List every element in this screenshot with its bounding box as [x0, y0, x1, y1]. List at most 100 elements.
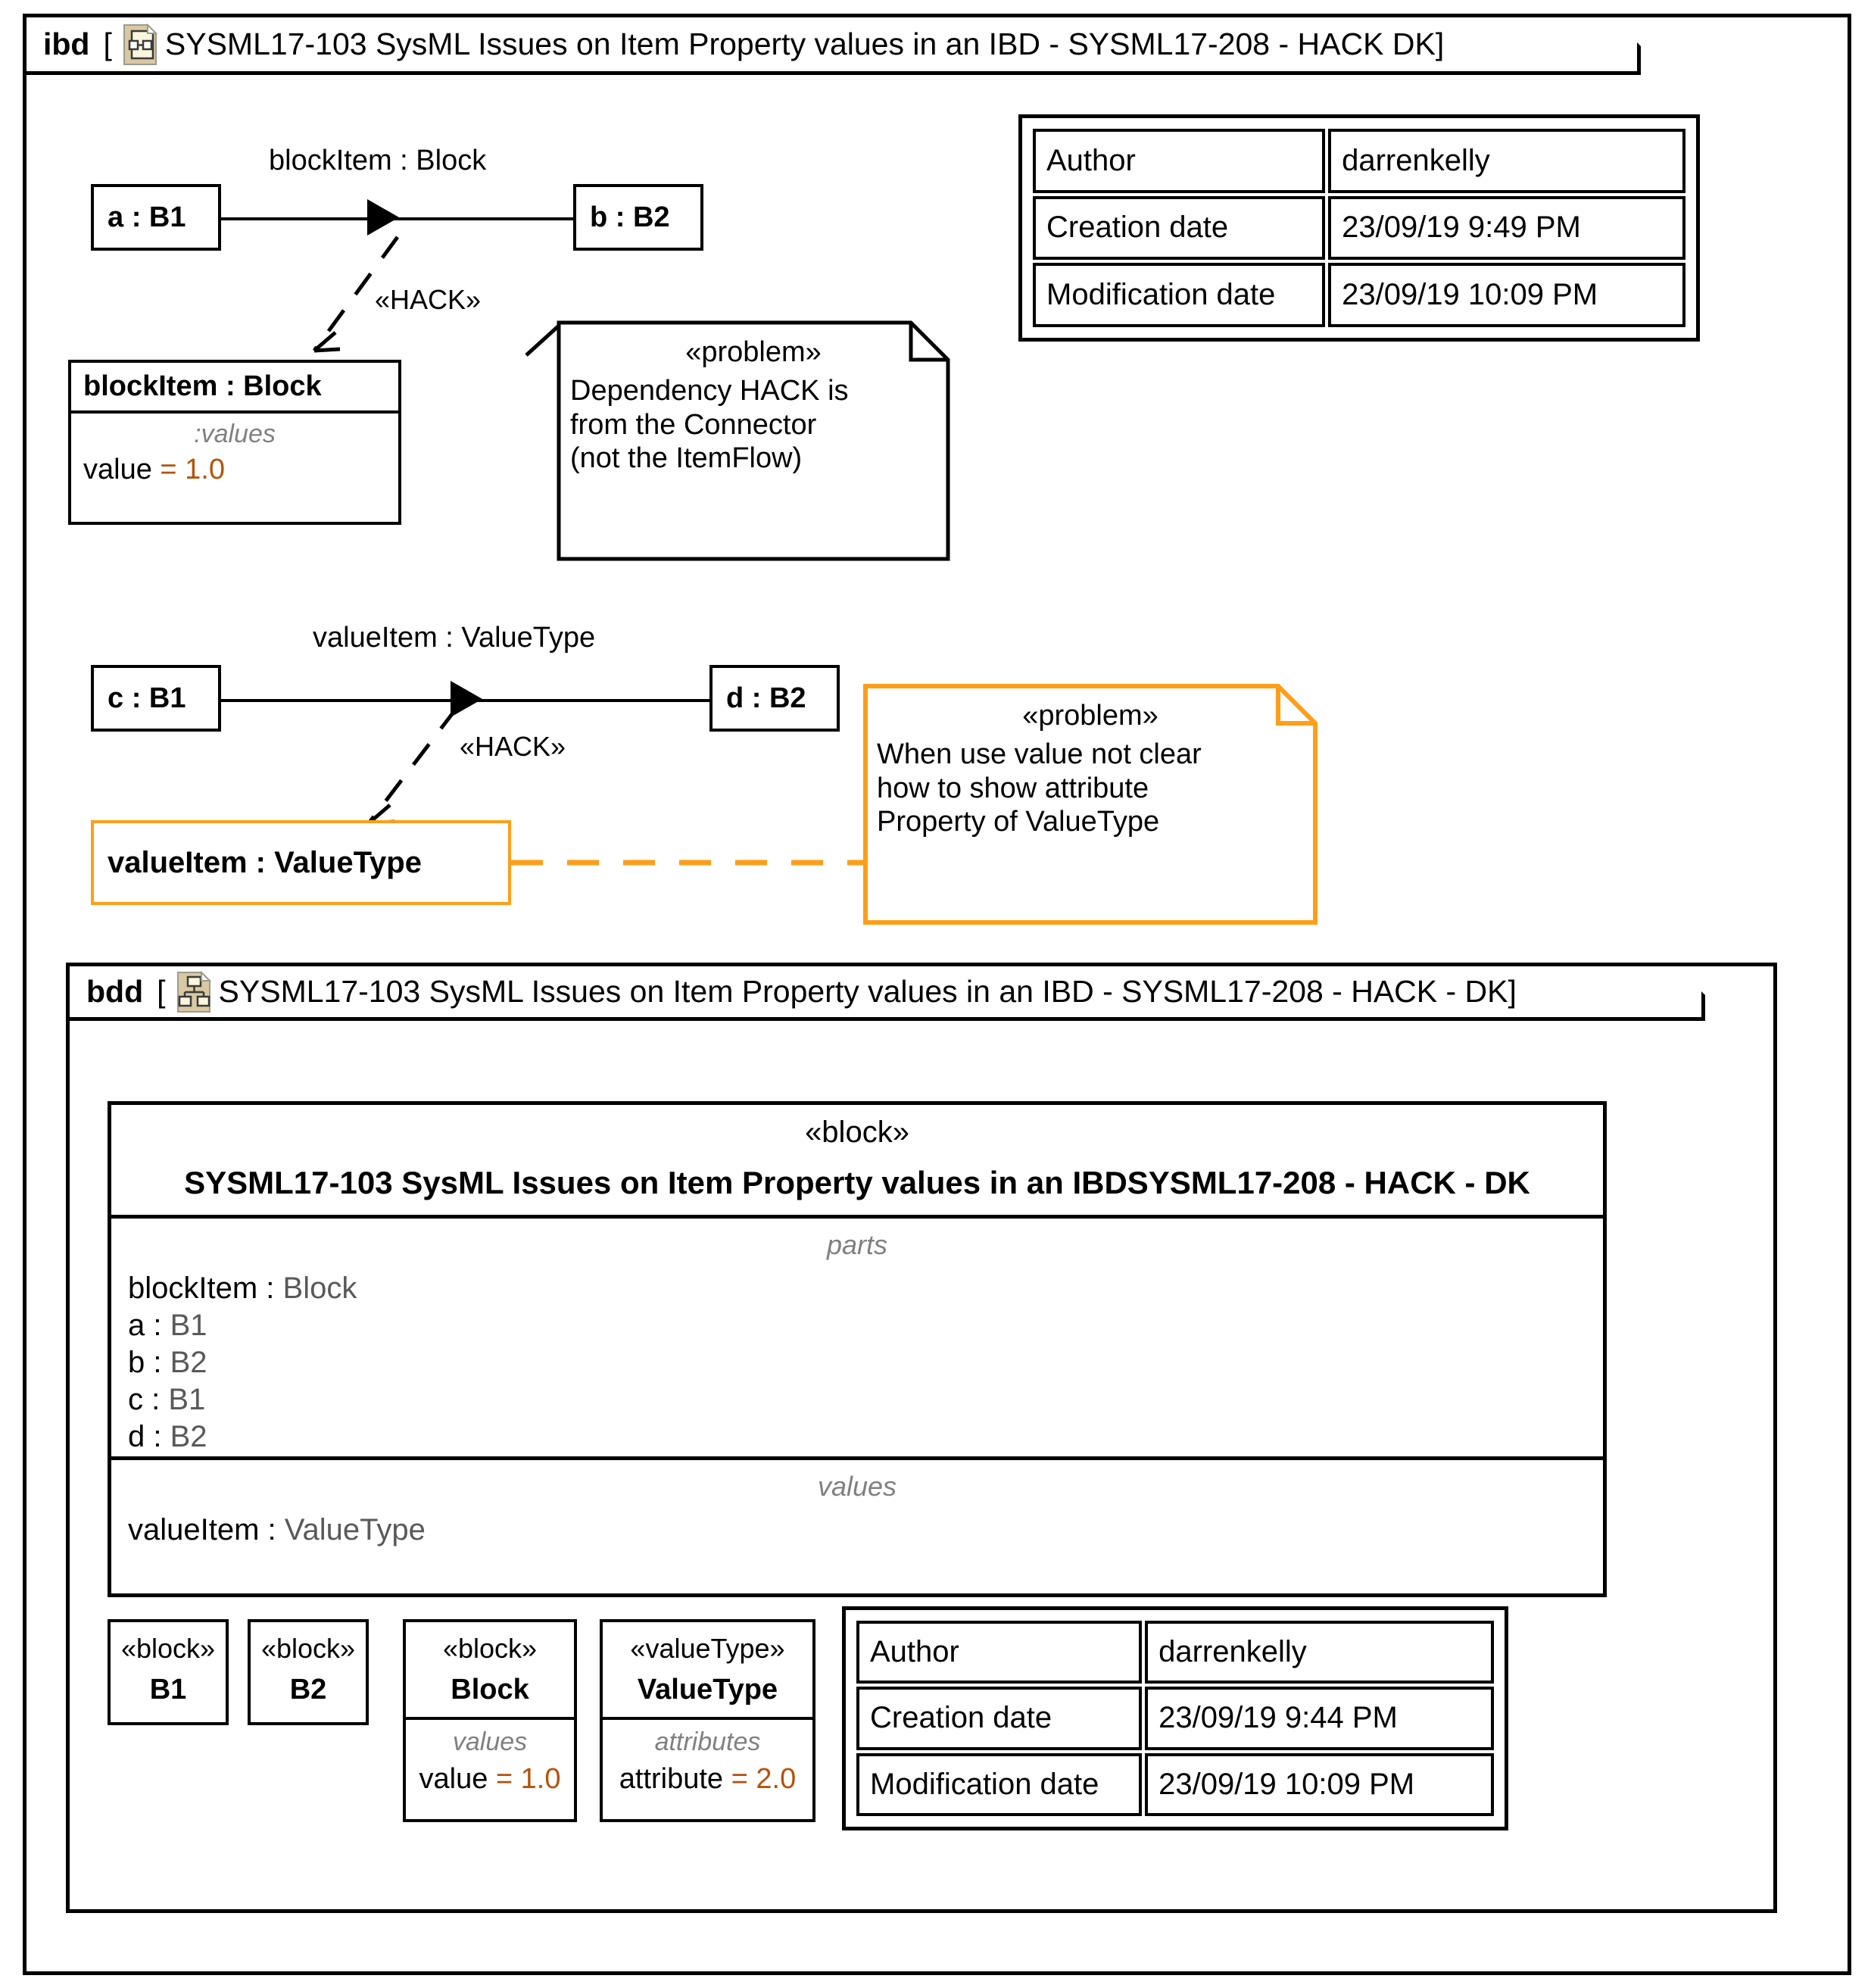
blockitem-values-title: :values	[194, 420, 276, 448]
classifier-valuetype-attributes-compartment: attributes attribute = 2.0	[603, 1717, 812, 1819]
table-row: Creation date 23/09/19 9:44 PM	[856, 1687, 1494, 1750]
part-role-3: c :	[128, 1383, 169, 1416]
note2-stereotype: «problem»	[1022, 700, 1158, 732]
part-type-3: B1	[168, 1383, 206, 1416]
bdd-info-value-modification: 23/09/19 10:09 PM	[1145, 1752, 1494, 1816]
part-d-b2-label: d : B2	[726, 682, 806, 714]
note2-line-3: Property of ValueType	[877, 806, 1160, 838]
note2-body: «problem» When use value not clear how t…	[863, 684, 1317, 925]
ibd-info-value-creation: 23/09/19 9:49 PM	[1328, 195, 1685, 261]
note2-shape	[863, 684, 1317, 925]
ibd-info-label-modification: Modification date	[1033, 263, 1326, 327]
connector2-itemflow-label: valueItem : ValueType	[313, 622, 596, 654]
classifier-block-value-amount: = 1.0	[495, 1763, 561, 1795]
classifier-block[interactable]: «block» Block values value = 1.0	[403, 1619, 577, 1822]
list-item: d : B2	[111, 1418, 1603, 1456]
classifier-b1[interactable]: «block» B1	[108, 1619, 229, 1725]
classifier-valuetype-stereotype: «valueType»	[630, 1633, 785, 1664]
main-block-parts-compartment: parts blockItem : Block a : B1 b : B2 c …	[111, 1219, 1603, 1460]
main-block-values-title: values	[817, 1471, 897, 1502]
part-c-b1[interactable]: c : B1	[91, 665, 221, 732]
note2-line-1: When use value not clear	[877, 738, 1202, 770]
dependency2-stereotype: «HACK»	[460, 731, 566, 762]
problem-note-1[interactable]: «problem» Dependency HACK is from the Co…	[557, 320, 950, 561]
main-block-parts-title: parts	[826, 1229, 888, 1260]
classifier-b2-name: B2	[289, 1674, 327, 1706]
bdd-info-label-modification: Modification date	[856, 1752, 1143, 1816]
bdd-frame-header: bdd [ SYSML17-103 SysML Iss	[70, 966, 1705, 1021]
classifier-b2-header: «block» B2	[251, 1622, 366, 1717]
note1-body: «problem» Dependency HACK is from the Co…	[557, 320, 950, 561]
problem-note-2[interactable]: «problem» When use value not clear how t…	[863, 684, 1317, 925]
connector1-itemflow-label: blockItem : Block	[269, 145, 487, 176]
part-b-b2-label: b : B2	[590, 201, 670, 233]
main-block-definition[interactable]: «block» SYSML17-103 SysML Issues on Item…	[108, 1101, 1607, 1597]
ibd-title: SYSML17-103 SysML Issues on Item Propert…	[164, 27, 1436, 61]
list-item: c : B1	[111, 1381, 1603, 1418]
main-block-name: SYSML17-103 SysML Issues on Item Propert…	[184, 1165, 1530, 1200]
part-type-0: Block	[282, 1272, 357, 1305]
classifier-block-value-name: value	[419, 1763, 496, 1795]
bdd-diagram-icon	[176, 971, 211, 1013]
classifier-block-name: Block	[451, 1674, 529, 1706]
ibd-info-value-modification: 23/09/19 10:09 PM	[1328, 263, 1685, 327]
part-role-4: d :	[128, 1420, 170, 1453]
classifier-b1-name: B1	[149, 1674, 187, 1706]
part-d-b2[interactable]: d : B2	[709, 665, 840, 732]
ibd-frame-header: ibd [ SYSML17-103 SysML Issues on Item P…	[27, 17, 1641, 75]
table-row: Author darrenkelly	[1033, 129, 1685, 193]
classifier-b1-header: «block» B1	[111, 1622, 226, 1717]
ibd-frame: ibd [ SYSML17-103 SysML Issues on Item P…	[23, 14, 1851, 1975]
part-role-2: b :	[128, 1346, 170, 1379]
classifier-b2[interactable]: «block» B2	[248, 1619, 369, 1725]
blockitem-instance-box[interactable]: blockItem : Block :values value = 1.0	[68, 360, 401, 525]
connector1-arrowhead	[367, 199, 399, 236]
part-c-b1-label: c : B1	[108, 682, 186, 714]
ibd-info-label-author: Author	[1033, 129, 1326, 193]
note1-shape	[557, 320, 950, 561]
note1-line-2: from the Connector	[570, 408, 817, 441]
part-a-b1[interactable]: a : B1	[91, 184, 221, 251]
classifier-b1-stereotype: «block»	[120, 1633, 216, 1664]
valueitem-instance-label: valueItem : ValueType	[108, 845, 422, 879]
list-item: valueItem : ValueType	[111, 1512, 1603, 1549]
classifier-valuetype[interactable]: «valueType» ValueType attributes attribu…	[600, 1619, 815, 1822]
dependency1-arrow	[312, 236, 400, 353]
table-row: Author darrenkelly	[856, 1621, 1494, 1684]
classifier-block-stereotype: «block»	[442, 1633, 538, 1664]
note2-line-2: how to show attribute	[877, 772, 1149, 804]
table-row: Modification date 23/09/19 10:09 PM	[1033, 263, 1685, 327]
note1-line-3: (not the ItemFlow)	[570, 442, 803, 475]
classifier-valuetype-attribute-slot: attribute = 2.0	[603, 1763, 812, 1796]
classifier-b2-stereotype: «block»	[260, 1633, 356, 1664]
part-role-1: a :	[128, 1309, 170, 1342]
valueitem-instance-box[interactable]: valueItem : ValueType	[91, 820, 511, 905]
part-type-4: B2	[170, 1420, 207, 1453]
note1-stereotype: «problem»	[685, 336, 822, 368]
classifier-block-values-title: values	[452, 1727, 528, 1756]
classifier-valuetype-attribute-name: attribute	[619, 1763, 731, 1795]
note1-line-1: Dependency HACK is	[570, 374, 849, 407]
ibd-bracket-open: [	[103, 27, 112, 61]
ibd-info-value-author: darrenkelly	[1328, 129, 1685, 193]
classifier-valuetype-attribute-amount: = 2.0	[731, 1763, 797, 1795]
list-item: a : B1	[111, 1307, 1603, 1344]
ibd-info-table: Author darrenkelly Creation date 23/09/1…	[1018, 114, 1700, 342]
ibd-info-label-creation: Creation date	[1033, 195, 1326, 261]
blockitem-value-name: value	[83, 454, 161, 485]
classifier-valuetype-attributes-title: attributes	[654, 1727, 761, 1756]
table-row: Creation date 23/09/19 9:49 PM	[1033, 195, 1685, 261]
note2-anchor-line	[511, 860, 867, 866]
main-block-values-compartment: values valueItem : ValueType	[111, 1460, 1603, 1559]
bdd-frame: bdd [ SYSML17-103 SysML Iss	[66, 963, 1777, 1913]
bdd-kind-label: bdd	[86, 974, 144, 1009]
part-b-b2[interactable]: b : B2	[573, 184, 703, 251]
ibd-info-table-grid: Author darrenkelly Creation date 23/09/1…	[1030, 126, 1689, 330]
classifier-block-header: «block» Block	[406, 1622, 574, 1717]
classifier-block-values-compartment: values value = 1.0	[406, 1717, 574, 1819]
bdd-info-label-creation: Creation date	[856, 1687, 1143, 1750]
value-type-0: ValueType	[284, 1513, 426, 1546]
part-type-1: B1	[170, 1309, 207, 1342]
part-type-2: B2	[170, 1346, 207, 1379]
